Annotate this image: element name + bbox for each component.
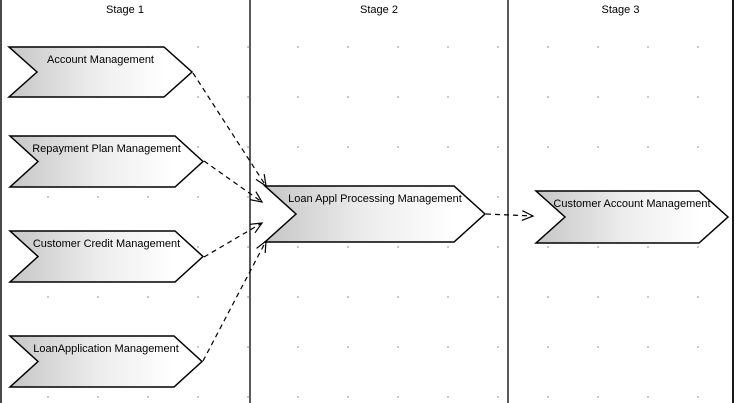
connector-account-to-processing[interactable] xyxy=(192,72,267,188)
node-label-customer-credit-management: Customer Credit Management xyxy=(33,238,180,250)
lane-header-stage-1: Stage 1 xyxy=(106,4,144,16)
node-customer-account-management[interactable]: Customer Account Management xyxy=(534,190,730,244)
connector-credit-to-processing[interactable] xyxy=(203,222,264,258)
arrow-shape[interactable] xyxy=(8,230,205,283)
arrow-shape[interactable] xyxy=(263,185,487,243)
arrow-shape[interactable] xyxy=(534,190,730,244)
open-arrowhead-icon xyxy=(250,222,264,234)
node-customer-credit-management[interactable]: Customer Credit Management xyxy=(8,230,205,283)
open-arrowhead-icon xyxy=(250,191,264,203)
connector-repayment-to-processing[interactable] xyxy=(203,160,264,203)
connector-loanapplication-to-processing[interactable] xyxy=(202,239,267,362)
node-label-customer-account-management: Customer Account Management xyxy=(553,198,710,210)
connector-processing-to-customer-account[interactable] xyxy=(485,210,535,221)
node-label-account-management: Account Management xyxy=(47,54,154,66)
arrow-shape[interactable] xyxy=(8,335,204,388)
open-arrowhead-icon xyxy=(255,174,267,188)
lane-header-stage-3: Stage 3 xyxy=(601,4,640,16)
arrow-shape[interactable] xyxy=(8,135,205,188)
open-arrowhead-icon xyxy=(521,210,535,221)
node-repayment-plan-management[interactable]: Repayment Plan Management xyxy=(8,135,205,188)
node-loanapplication-management[interactable]: LoanApplication Management xyxy=(8,335,204,388)
node-label-loanapplication-management: LoanApplication Management xyxy=(33,343,179,355)
lane-header-stage-2: Stage 2 xyxy=(360,4,398,16)
node-label-loan-appl-processing-management: Loan Appl Processing Management xyxy=(288,193,462,205)
node-label-repayment-plan-management: Repayment Plan Management xyxy=(32,143,181,155)
open-arrowhead-icon xyxy=(256,239,267,254)
node-loan-appl-processing-management[interactable]: Loan Appl Processing Management xyxy=(263,185,487,243)
arrow-shape[interactable] xyxy=(7,46,194,98)
node-account-management[interactable]: Account Management xyxy=(7,46,194,98)
